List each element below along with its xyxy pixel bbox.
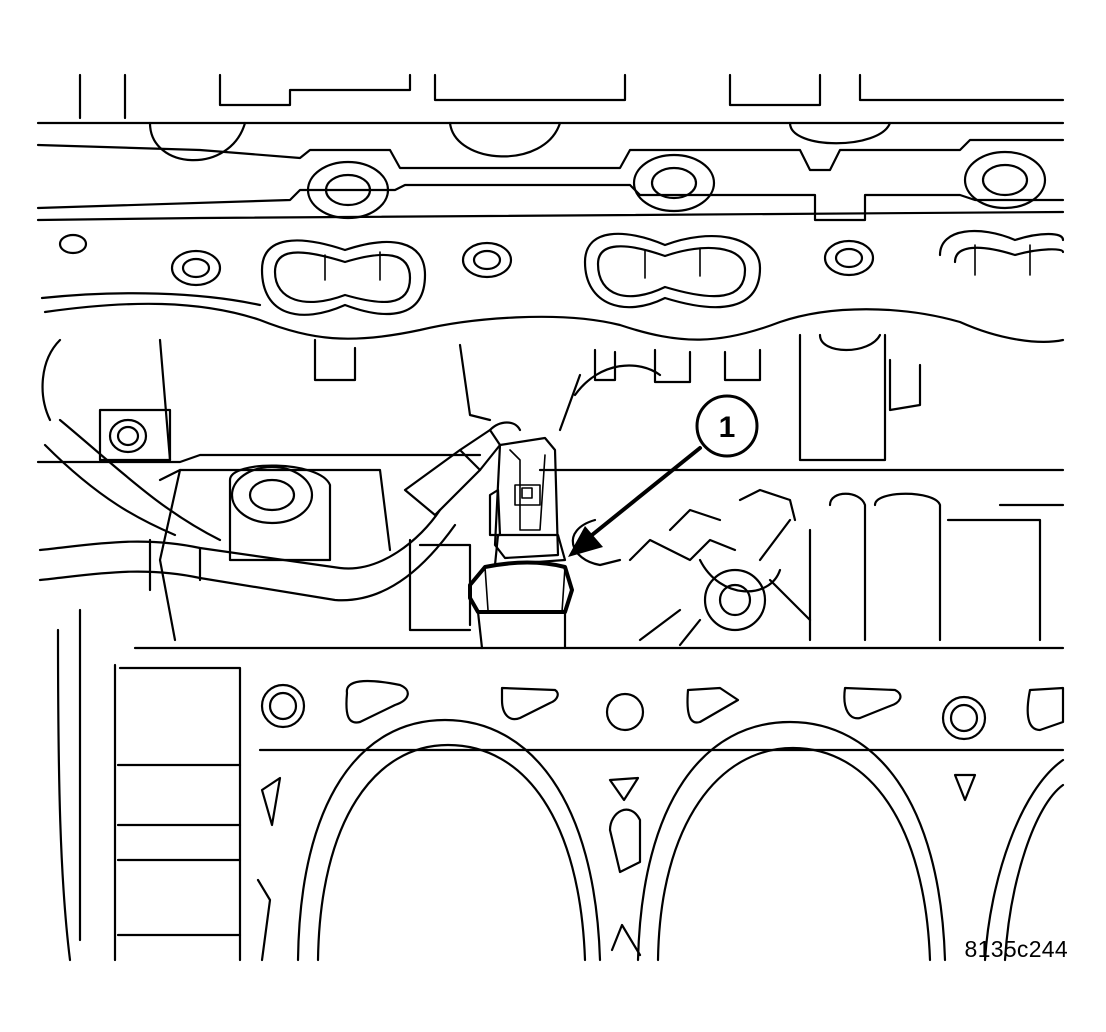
callout-1: 1 — [568, 394, 759, 557]
callout-number: 1 — [719, 411, 736, 444]
figure-code: 8135c244 — [964, 936, 1068, 962]
intake-manifold-gasket — [36, 210, 1065, 384]
callout-circle — [695, 394, 759, 458]
block-mid-components — [158, 464, 1065, 647]
wiring-harness — [38, 418, 522, 602]
cylinder-head-upper — [36, 73, 1065, 222]
sensor-component — [468, 436, 574, 650]
block-upper-structure — [36, 333, 1065, 472]
leader-arrowhead — [568, 526, 603, 557]
cylinder-block-deck — [56, 608, 1065, 962]
